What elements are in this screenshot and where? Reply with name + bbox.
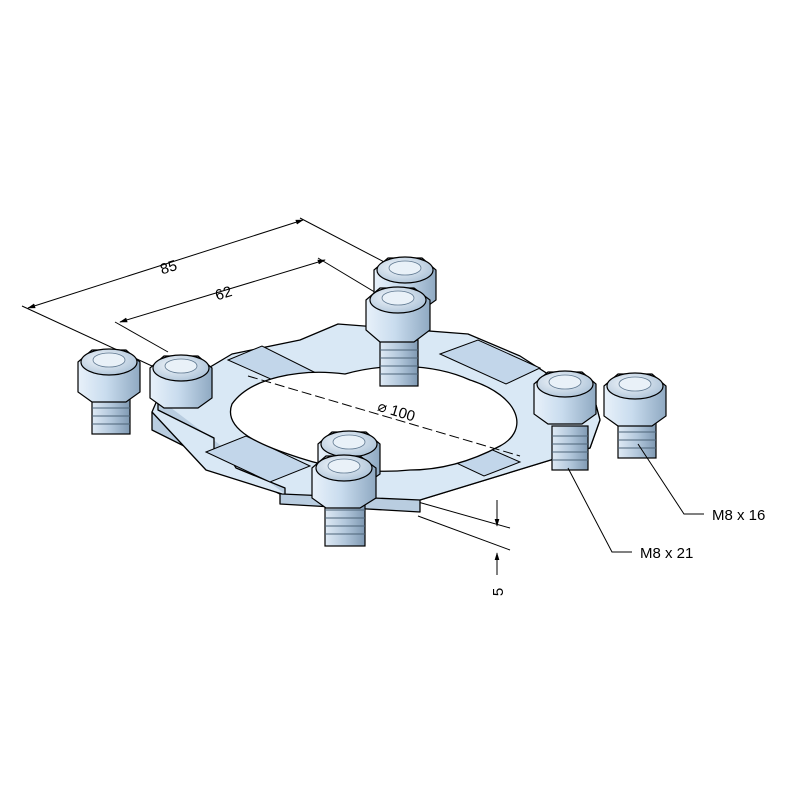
callout-m8x16: M8 x 16 <box>637 443 765 524</box>
screw-left <box>149 354 213 409</box>
dimension-62-label: 62 <box>213 283 234 304</box>
callout-m8x21-label: M8 x 21 <box>640 545 693 562</box>
screw-right <box>533 370 597 471</box>
clamping-plate: ⌀ 100 <box>151 323 601 513</box>
slot-right-rear <box>438 339 542 385</box>
screw-right-loose <box>603 372 667 459</box>
screw-left-loose <box>77 348 141 435</box>
center-bore <box>229 365 518 472</box>
dimension-thickness-label: 5 <box>490 588 507 596</box>
callout-m8x16-label: M8 x 16 <box>712 507 765 524</box>
screw-rear <box>365 286 431 387</box>
screw-front <box>311 454 377 547</box>
callout-m8x21: M8 x 21 <box>567 467 693 562</box>
dimension-thickness: 5 <box>417 500 511 596</box>
slot-left-front <box>204 435 312 483</box>
